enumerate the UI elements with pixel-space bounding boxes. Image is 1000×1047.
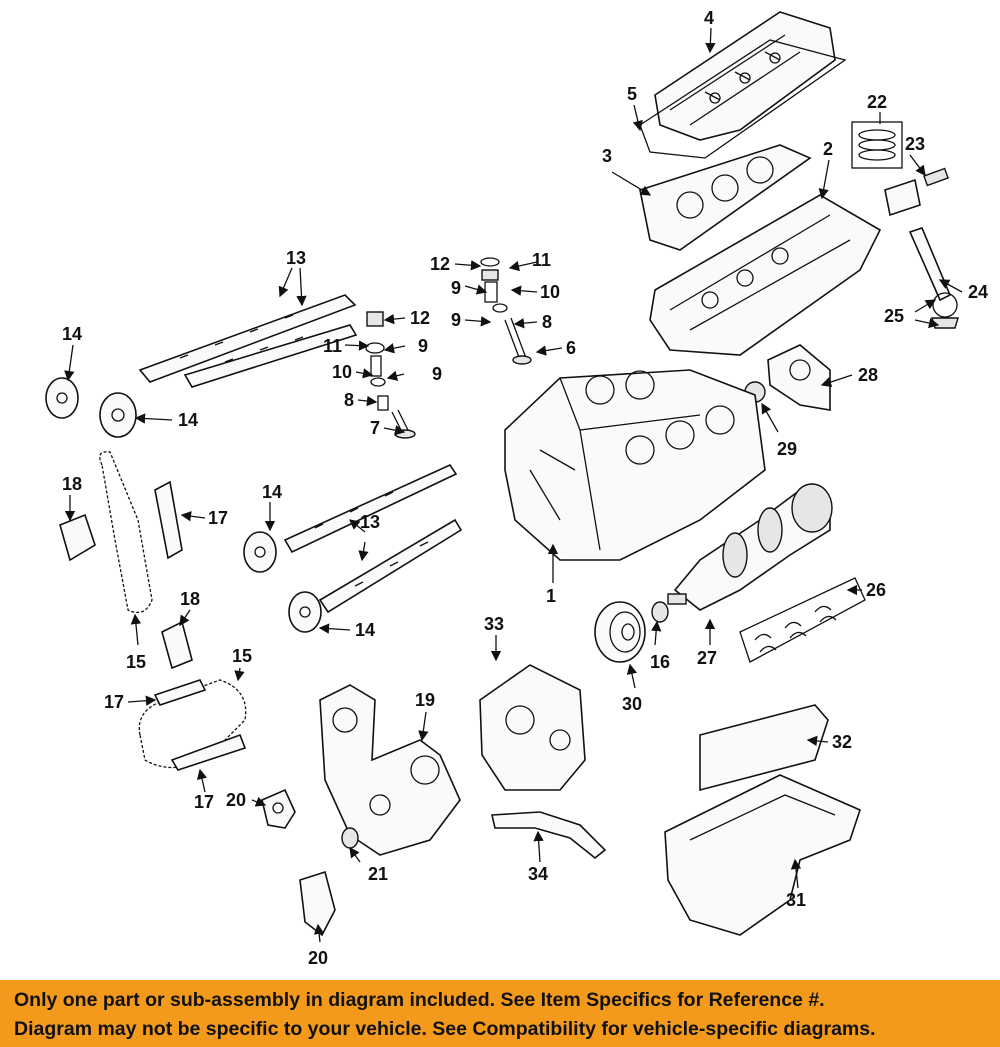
timing-cover [319,684,461,856]
callout-2: 2 [823,139,833,159]
callout-34: 34 [528,864,548,884]
callout-10-left: 10 [332,362,352,382]
callout-11-left: 11 [323,336,342,356]
callout-22: 22 [867,92,887,112]
callout-9-right-b: 9 [451,310,461,330]
callout-17-upper: 17 [208,508,228,528]
oil-pump [479,664,586,791]
callout-13-lower: 13 [360,512,380,532]
cover-seal [341,827,359,849]
callout-9-left-a: 9 [418,336,428,356]
callout-20-lower: 20 [308,948,328,968]
callout-30: 30 [622,694,642,714]
head-gasket [639,144,812,251]
engine-block [504,369,766,561]
callout-18-lower: 18 [180,589,200,609]
callout-13-upper: 13 [286,248,306,268]
callout-17-lower: 17 [194,792,214,812]
seal-retainer [767,344,831,411]
cam-sprocket-upper-right [99,392,137,438]
callout-33: 33 [484,614,504,634]
disclaimer-banner: Only one part or sub-assembly in diagram… [0,980,1000,1047]
oil-pan [664,774,861,936]
callout-29: 29 [777,439,797,459]
main-bearings [739,577,866,663]
chain-tensioner-upper [59,513,96,562]
callout-15-right: 15 [232,646,252,666]
oil-baffle [699,704,829,792]
cam-sprocket-lower-right [288,591,322,633]
water-pump-upper [261,788,296,829]
callout-27: 27 [697,648,717,668]
valve-assembly-right [480,257,532,365]
chain-guide-lower-2 [170,733,247,771]
chain-guide-upper [154,480,183,560]
callout-20-upper: 20 [226,790,246,810]
callout-8-left: 8 [344,390,354,410]
callout-3: 3 [602,146,612,166]
callout-17-mid: 17 [104,692,124,712]
water-pump-lower [299,870,336,937]
callout-19: 19 [415,690,435,710]
callout-21: 21 [368,864,388,884]
chain-tensioner-lower [161,620,193,670]
callout-12-left: 12 [410,308,430,328]
engine-parts-diagram: 4 5 3 2 22 23 24 25 28 29 1 26 27 16 30 … [45,8,988,968]
callout-26: 26 [866,580,886,600]
connecting-rod [908,227,959,329]
piston [884,167,949,217]
disclaimer-line-2: Diagram may not be specific to your vehi… [14,1018,876,1040]
front-crank-seal [651,601,669,623]
callout-16: 16 [650,652,670,672]
callout-12-right: 12 [430,254,450,274]
valve-cover-gasket [639,39,847,159]
camshafts-upper [138,294,358,388]
callout-14-lower-right: 14 [355,620,375,640]
callout-28: 28 [858,365,878,385]
callout-1: 1 [546,586,556,606]
callout-11-right: 11 [532,250,551,270]
callout-23: 23 [905,134,925,154]
callout-7: 7 [370,418,380,438]
callout-9-left-b: 9 [432,364,442,384]
crankshaft [667,483,833,611]
callout-14-lower-left: 14 [262,482,282,502]
callout-5: 5 [627,84,637,104]
callout-32: 32 [832,732,852,752]
valve-cover [654,11,836,141]
callout-14-upper-right: 14 [178,410,198,430]
oil-pickup [491,811,607,860]
callout-15-left: 15 [126,652,146,672]
cam-sprocket-lower-left [243,531,277,573]
camshafts-lower [283,463,463,614]
cam-sprocket-upper-left [45,377,79,419]
callout-25: 25 [884,306,904,326]
callout-31: 31 [786,890,806,910]
cylinder-head [649,194,882,356]
callout-labels: 4 5 3 2 22 23 24 25 28 29 1 26 27 16 30 … [62,8,988,968]
timing-chain-right [138,679,247,769]
callout-8-right: 8 [542,312,552,332]
leader-lines [64,27,963,943]
crank-pulley [594,601,646,663]
piston-rings [851,121,903,169]
callout-4: 4 [704,8,714,28]
callout-9-right-a: 9 [451,278,461,298]
callout-6: 6 [566,338,576,358]
timing-chain-left [99,451,153,614]
chain-guide-lower-1 [153,679,207,706]
callout-10-right: 10 [540,282,560,302]
disclaimer-line-1: Only one part or sub-assembly in diagram… [14,989,825,1011]
callout-18-upper: 18 [62,474,82,494]
callout-14-upper-left: 14 [62,324,82,344]
callout-24: 24 [968,282,988,302]
